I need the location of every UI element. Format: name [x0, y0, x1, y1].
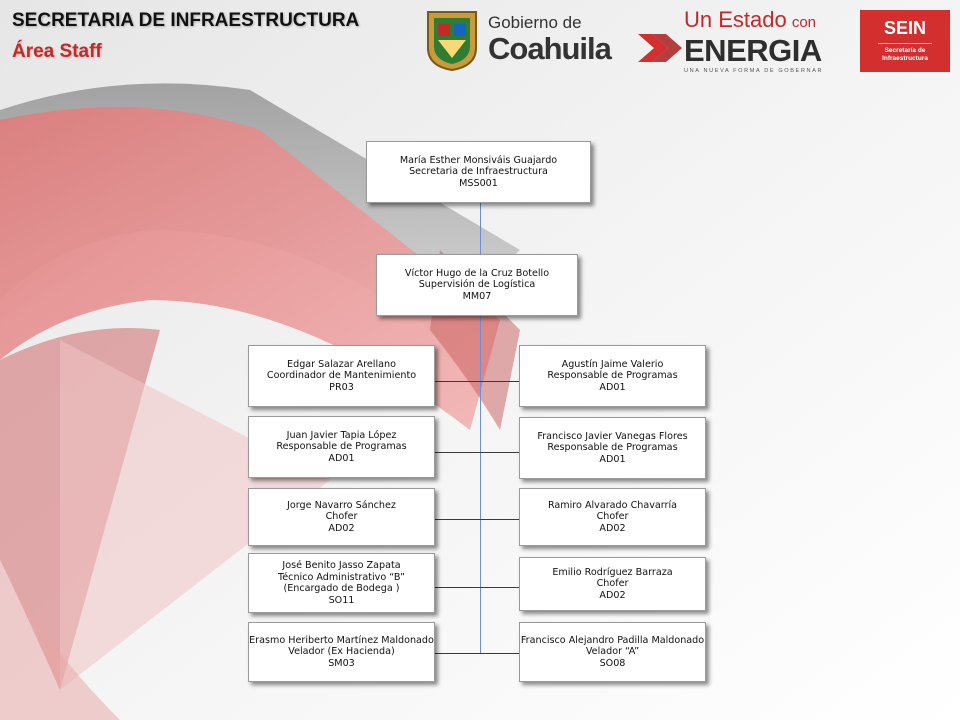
org-box-code: PR03 — [329, 381, 354, 393]
org-box-name: Agustín Jaime Valerio — [561, 358, 664, 370]
page-subtitle: Área Staff — [12, 41, 102, 62]
org-box-right-3: Ramiro Alvarado Chavarría Chofer AD02 — [519, 488, 706, 546]
org-box-name: Francisco Javier Vanegas Flores — [537, 430, 688, 442]
org-box-role: Coordinador de Mantenimiento — [266, 370, 417, 382]
coahuila-seal-icon — [427, 11, 477, 72]
org-box-name: Jorge Navarro Sánchez — [287, 499, 396, 511]
connector-row-3 — [435, 519, 519, 520]
org-box-right-4: Emilio Rodríguez Barraza Chofer AD02 — [519, 557, 706, 611]
org-box-name: Francisco Alejandro Padilla Maldonado — [520, 634, 705, 646]
connector-row-5 — [435, 653, 519, 654]
coahuila-logo-line2: Coahuila — [488, 31, 612, 66]
connector-head-to-supervisor — [480, 203, 481, 254]
org-box-name: Emilio Rodríguez Barraza — [552, 566, 673, 578]
org-box-role: Responsable de Programas — [547, 442, 678, 454]
org-box-left-5: Erasmo Heriberto Martínez Maldonado Vela… — [248, 622, 435, 682]
coahuila-logo: Gobierno de Coahuila — [488, 14, 628, 66]
org-box-left-1: Edgar Salazar Arellano Coordinador de Ma… — [248, 345, 435, 407]
org-box-role-extra: (Encargado de Bodega ) — [283, 583, 400, 594]
org-box-role: Responsable de Programas — [547, 370, 678, 382]
org-box-name: Edgar Salazar Arellano — [287, 358, 396, 370]
org-box-code: MM07 — [462, 290, 492, 302]
org-box-code: AD02 — [328, 522, 355, 534]
org-box-code: MSS001 — [459, 177, 498, 189]
org-box-code: SO11 — [328, 594, 355, 606]
org-box-role: Velador “A” — [585, 646, 640, 658]
org-box-head: María Esther Monsiváis Guajardo Secretar… — [366, 141, 591, 203]
energia-arrow-icon — [638, 34, 682, 62]
org-box-code: AD01 — [599, 453, 626, 465]
org-box-code: AD01 — [599, 381, 626, 393]
page-title: SECRETARIA DE INFRAESTRUCTURA — [12, 10, 360, 31]
connector-row-4 — [435, 587, 519, 588]
energia-logo-tagline: UNA NUEVA FORMA DE GOBERNAR — [684, 68, 824, 74]
coahuila-logo-line1: Gobierno de — [488, 13, 582, 32]
org-box-code: AD02 — [599, 589, 626, 601]
org-box-role: Supervisión de Logística — [418, 279, 536, 291]
org-box-left-4: José Benito Jasso Zapata Técnico Adminis… — [248, 553, 435, 613]
org-box-role: Chofer — [596, 511, 629, 523]
sein-logo-title: SEIN — [883, 18, 926, 38]
org-box-code: AD02 — [599, 522, 626, 534]
connector-row-2 — [435, 452, 519, 453]
org-box-name: Ramiro Alvarado Chavarría — [547, 499, 678, 511]
energia-logo-line1: Un Estado — [684, 7, 787, 32]
sein-logo: SEIN Secretaría de Infraestructura — [860, 10, 950, 72]
org-box-role: Responsable de Programas — [276, 441, 407, 453]
org-box-name: Erasmo Heriberto Martínez Maldonado — [249, 634, 434, 646]
org-box-right-1: Agustín Jaime Valerio Responsable de Pro… — [519, 345, 706, 407]
connector-vertical-spine — [480, 316, 481, 654]
sein-logo-sub1: Secretaría de — [884, 47, 926, 54]
org-box-name: María Esther Monsiváis Guajardo — [399, 154, 558, 166]
org-box-name: Juan Javier Tapia López — [286, 429, 397, 441]
org-box-code: SM03 — [328, 657, 355, 669]
sein-logo-sub2: Infraestructura — [882, 55, 928, 62]
org-box-role: Técnico Administrativo “B” — [278, 571, 405, 583]
org-box-code: SO08 — [599, 657, 626, 669]
energia-logo-line1b: con — [791, 14, 817, 31]
org-box-left-3: Jorge Navarro Sánchez Chofer AD02 — [248, 488, 435, 546]
org-box-name: Víctor Hugo de la Cruz Botello — [404, 267, 550, 279]
org-box-code: AD01 — [328, 452, 355, 464]
energia-logo: Un Estado con ENERGIA UNA NUEVA FORMA DE… — [684, 8, 854, 75]
org-box-role: Velador (Ex Hacienda) — [288, 646, 395, 658]
org-box-role: Chofer — [596, 578, 629, 590]
org-box-right-2: Francisco Javier Vanegas Flores Responsa… — [519, 417, 706, 479]
org-box-name: José Benito Jasso Zapata — [282, 560, 401, 571]
org-box-supervisor: Víctor Hugo de la Cruz Botello Supervisi… — [376, 254, 578, 316]
org-box-left-2: Juan Javier Tapia López Responsable de P… — [248, 416, 435, 478]
energia-logo-line2: ENERGIA — [684, 33, 822, 68]
org-box-right-5: Francisco Alejandro Padilla Maldonado Ve… — [519, 622, 706, 682]
org-box-role: Chofer — [325, 511, 358, 523]
org-box-role: Secretaria de Infraestructura — [409, 166, 548, 178]
connector-row-1 — [435, 381, 519, 382]
